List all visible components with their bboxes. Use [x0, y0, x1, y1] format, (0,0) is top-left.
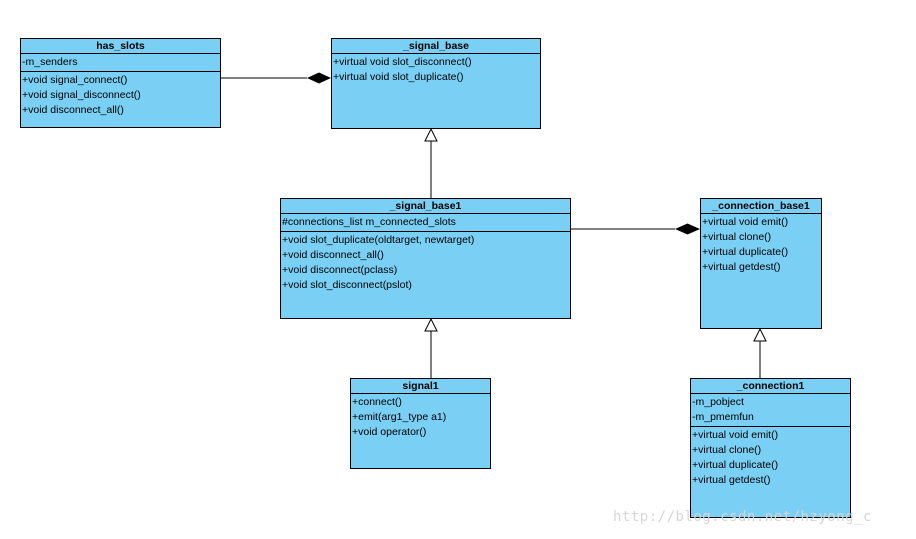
class-signal-base: _signal_base +virtual void slot_disconne…	[331, 38, 541, 129]
operation: +virtual void emit()	[692, 429, 779, 441]
operation: +void operator()	[352, 426, 427, 438]
composition-diamond-signal-base	[307, 72, 331, 84]
operation: +void signal_disconnect()	[22, 89, 141, 101]
operation: +virtual clone()	[702, 231, 772, 243]
class-operations: +virtual void emit() +virtual clone() +v…	[691, 427, 850, 489]
class-operations: +virtual void slot_disconnect() +virtual…	[332, 54, 540, 86]
class-operations: +void signal_connect() +void signal_disc…	[21, 72, 220, 119]
class-connection1: _connection1 -m_pobject -m_pmemfun +virt…	[690, 378, 851, 518]
operation: +void disconnect_all()	[22, 104, 124, 116]
class-has-slots: has_slots -m_senders +void signal_connec…	[20, 38, 221, 128]
class-name: signal1	[351, 379, 490, 394]
watermark-url: http://blog.csdn.net/hzyong_c	[613, 509, 872, 525]
attribute: #connections_list m_connected_slots	[282, 216, 456, 228]
class-name: _connection1	[691, 379, 850, 394]
generalization-arrow-signal-base	[424, 127, 438, 142]
operation: +void slot_duplicate(oldtarget, newtarge…	[282, 234, 475, 246]
class-attributes: #connections_list m_connected_slots	[281, 214, 570, 232]
generalization-arrow-signal-base1	[424, 317, 438, 332]
class-signal-base1: _signal_base1 #connections_list m_connec…	[280, 198, 571, 319]
class-operations: +connect() +emit(arg1_type a1) +void ope…	[351, 394, 490, 441]
class-attributes: -m_senders	[21, 54, 220, 72]
operation: +emit(arg1_type a1)	[352, 411, 447, 423]
operation: +virtual getdest()	[692, 474, 771, 486]
class-attributes: -m_pobject -m_pmemfun	[691, 394, 850, 427]
generalization-arrow-connection-base1	[753, 327, 767, 342]
operation: +connect()	[352, 396, 402, 408]
operation: +void disconnect_all()	[282, 249, 384, 261]
composition-diamond-connection-base1	[675, 223, 700, 235]
class-name: _connection_base1	[701, 199, 821, 214]
operation: +virtual clone()	[692, 444, 762, 456]
class-name: _signal_base1	[281, 199, 570, 214]
operation: +virtual void slot_disconnect()	[333, 56, 472, 68]
operation: +void disconnect(pclass)	[282, 264, 398, 276]
attribute: -m_pobject	[692, 396, 744, 408]
class-name: has_slots	[21, 39, 220, 54]
operation: +virtual duplicate()	[692, 459, 779, 471]
class-signal1: signal1 +connect() +emit(arg1_type a1) +…	[350, 378, 491, 469]
class-operations: +void slot_duplicate(oldtarget, newtarge…	[281, 232, 570, 294]
operation: +void signal_connect()	[22, 74, 128, 86]
attribute: -m_pmemfun	[692, 411, 754, 423]
class-name: _signal_base	[332, 39, 540, 54]
operation: +virtual void emit()	[702, 216, 789, 228]
operation: +virtual void slot_duplicate()	[333, 71, 464, 83]
attribute: -m_senders	[22, 56, 78, 68]
class-operations: +virtual void emit() +virtual clone() +v…	[701, 214, 821, 276]
operation: +virtual duplicate()	[702, 246, 789, 258]
operation: +virtual getdest()	[702, 261, 781, 273]
operation: +void slot_disconnect(pslot)	[282, 279, 412, 291]
class-connection-base1: _connection_base1 +virtual void emit() +…	[700, 198, 822, 329]
